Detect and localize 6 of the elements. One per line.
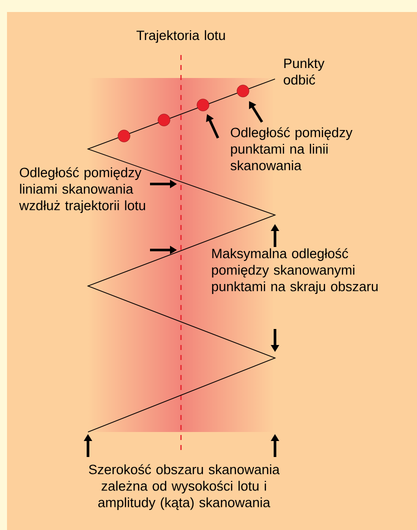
annotation-text: Trajektoria lotu [136, 30, 225, 43]
annotation-text: Odległość pomiędzy liniami skanowania wzdłuż trajektorii lotu [19, 167, 146, 213]
annotation-text: Odległość pomiędzy punktami na linii skanowania [230, 127, 352, 170]
annotation-text: Maksymalna odległość pomiędzy skanowanymi punktami na skraju obszaru [212, 248, 378, 294]
annotation-text: Punkty odbić [284, 58, 324, 85]
annotation-text: Szerokość obszaru skanowania zależna od wysokości lotu i amplitudy (kąta) skanowania [88, 464, 280, 510]
